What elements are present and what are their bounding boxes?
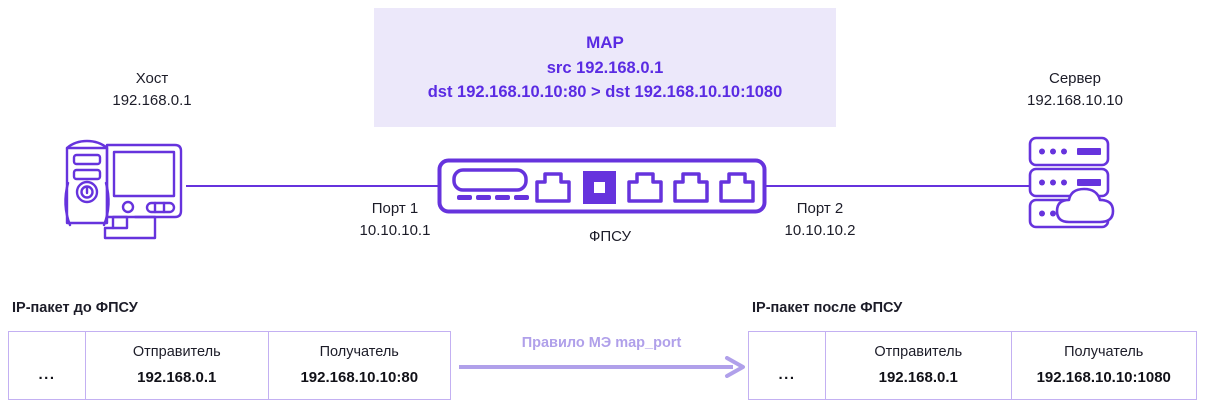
packet-before-sender-header: Отправитель: [132, 344, 221, 361]
server-address: 192.168.10.10: [1027, 91, 1123, 109]
packet-after-table: ... Отправитель 192.168.0.1 Получатель 1…: [748, 331, 1197, 400]
server-rack-cloud-icon: [1028, 136, 1115, 229]
packet-after-sender-value: 192.168.0.1: [878, 368, 958, 386]
packet-after-receiver-cell: Получатель 192.168.10.10:1080: [1012, 332, 1197, 399]
map-dst-line: dst 192.168.10.10:80 > dst 192.168.10.10…: [427, 82, 783, 101]
server-name: Сервер: [1048, 70, 1101, 87]
firewall-rule-label: Правило МЭ map_port: [521, 335, 682, 351]
desktop-computer-icon: [64, 139, 183, 240]
packet-before-receiver-value: 192.168.10.10:80: [300, 368, 419, 386]
packet-before-heading: IP-пакет до ФПСУ: [12, 300, 138, 316]
server-label: Сервер 192.168.10.10: [975, 68, 1175, 112]
map-title: MAP: [586, 33, 624, 53]
packet-before-ellipsis-cell: ...: [9, 332, 86, 399]
device-label: ФПСУ: [588, 228, 632, 245]
port2-name: Порт 2: [796, 200, 844, 217]
packet-after-sender-header: Отправитель: [874, 344, 963, 361]
port1-address: 10.10.10.1: [359, 221, 431, 239]
packet-after-receiver-header: Получатель: [1064, 344, 1144, 361]
packet-after-ellipsis: ...: [778, 366, 796, 383]
packet-before-sender-cell: Отправитель 192.168.0.1: [86, 332, 269, 399]
host-name: Хост: [135, 70, 169, 87]
packet-before-sender-value: 192.168.0.1: [137, 368, 217, 386]
packet-before-table: ... Отправитель 192.168.0.1 Получатель 1…: [8, 331, 451, 400]
packet-after-heading: IP-пакет после ФПСУ: [752, 300, 903, 316]
host-label: Хост 192.168.0.1: [52, 68, 252, 112]
packet-before-receiver-cell: Получатель 192.168.10.10:80: [269, 332, 451, 399]
packet-before-ellipsis: ...: [38, 366, 56, 383]
wire-host-to-device: [186, 185, 441, 187]
map-src-line: src 192.168.0.1: [546, 58, 664, 77]
packet-before-receiver-header: Получатель: [319, 344, 399, 361]
port1-label: Порт 1 10.10.10.1: [315, 198, 475, 242]
port1-name: Порт 1: [371, 200, 419, 217]
packet-after-ellipsis-cell: ...: [749, 332, 826, 399]
port2-address: 10.10.10.2: [784, 221, 856, 239]
wire-device-to-server: [765, 185, 1030, 187]
packet-after-receiver-value: 192.168.10.10:1080: [1036, 368, 1171, 386]
host-address: 192.168.0.1: [112, 91, 192, 109]
map-annotation-box: MAP src 192.168.0.1 dst 192.168.10.10:80…: [374, 8, 836, 127]
network-switch-icon: [437, 158, 767, 214]
firewall-rule-arrow-icon: [459, 356, 745, 378]
port2-label: Порт 2 10.10.10.2: [740, 198, 900, 242]
packet-after-sender-cell: Отправитель 192.168.0.1: [826, 332, 1012, 399]
